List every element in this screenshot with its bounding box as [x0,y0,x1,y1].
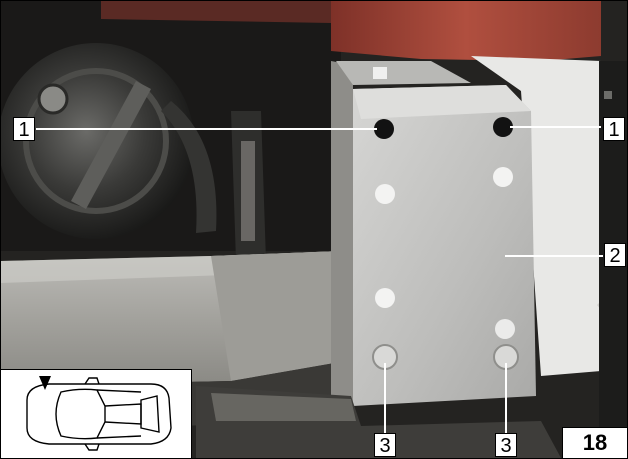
car-rear-window-icon [140,395,160,433]
tab-mark [373,67,387,79]
callout-1-right: 1 [603,117,625,141]
pulley-strut [71,81,151,209]
car-windshield-icon [55,388,106,440]
bracket-top-edge [353,85,531,119]
figure-number: 18 [562,427,627,458]
bracket-hole-lower-left [375,288,395,308]
callout-3-right: 3 [495,433,517,457]
bracket-hole-middle-left [375,184,395,204]
bracket-top-tab [336,61,471,85]
mounting-bracket [353,85,536,406]
belt-highlight [241,141,255,241]
rail-end [211,251,346,381]
callout-3-left: 3 [374,433,396,457]
red-body-shadow [101,1,331,23]
vehicle-orientation-inset [1,369,192,458]
pulley-bolt [37,83,69,115]
bracket-hole-top-left [374,119,394,139]
bracket-hole-middle-right [493,167,513,187]
right-edge-bolt [604,91,612,99]
car-mirror-right-icon [84,443,100,451]
car-body-outline-icon [26,383,172,445]
pulley-groove [23,68,169,214]
lower-plate [211,393,356,421]
callout-2: 2 [604,243,626,267]
callout-1-left: 1 [13,117,35,141]
red-body-panel [331,1,601,61]
car-mirror-left-icon [84,377,100,385]
bracket-hole-lower-right [495,319,515,339]
car-roof-icon [104,403,142,425]
engine-hose [161,101,217,233]
bracket-hole-top-right [493,117,513,137]
view-direction-arrow-icon [39,376,51,390]
white-panel [471,56,601,376]
bracket-flange [331,61,353,431]
